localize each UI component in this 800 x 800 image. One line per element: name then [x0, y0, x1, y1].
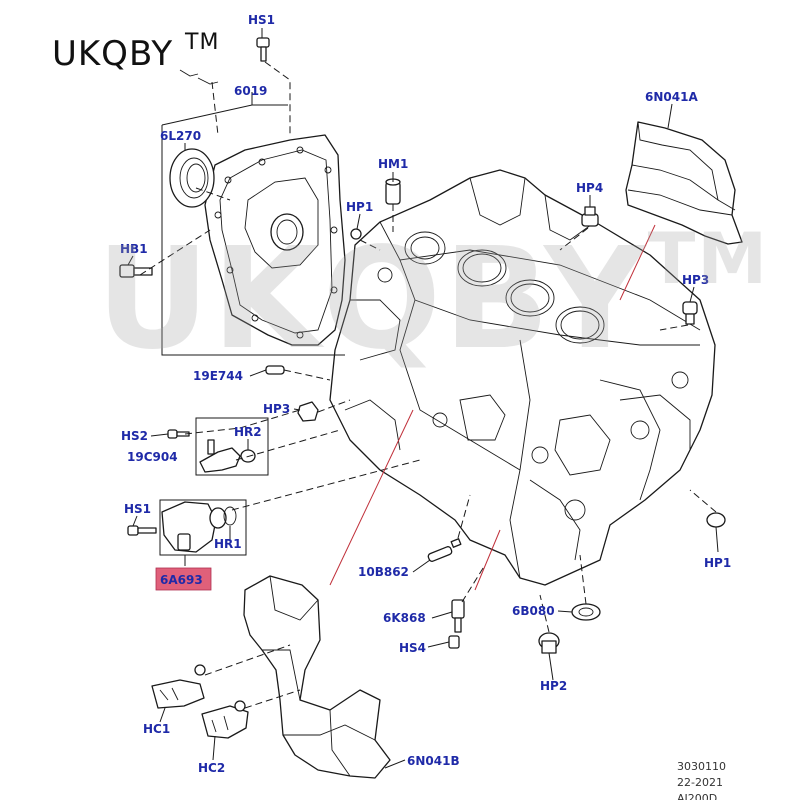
callout-hp3-left: HP3 [263, 402, 290, 416]
callout-19c904: 19C904 [127, 450, 178, 464]
callout-6b080: 6B080 [512, 604, 555, 618]
callout-6n041a: 6N041A [645, 90, 698, 104]
callout-10b862: 10B862 [358, 565, 409, 579]
callout-hp1-right: HP1 [704, 556, 731, 570]
bolt-hs1-mid [127, 525, 157, 536]
front-cover-6019 [204, 134, 346, 346]
valve-19c904 [199, 439, 256, 473]
callout-hs2: HS2 [121, 429, 148, 443]
plug-hp3-left [297, 401, 319, 422]
clip-hc2 [201, 700, 249, 739]
brand-logo: UKQBY TM [52, 30, 219, 74]
group-bracket-6a693 [159, 499, 247, 556]
callout-hs1-mid: HS1 [124, 502, 151, 516]
callout-hr2: HR2 [234, 425, 262, 439]
watermark: UKQBYTM [96, 218, 769, 381]
dowel-hm1 [385, 178, 401, 205]
callout-hp3-right: HP3 [682, 273, 709, 287]
dowel-clips [179, 69, 219, 85]
callout-6a693: 6A693 [160, 573, 203, 587]
callout-hp1-top: HP1 [346, 200, 373, 214]
solenoid-6a693 [161, 501, 237, 553]
clip-hc1 [151, 664, 206, 709]
callout-hp2: HP2 [540, 679, 567, 693]
leader-lines [139, 61, 717, 709]
bolt-hs1-top [256, 37, 270, 62]
callout-6l270: 6L270 [160, 129, 201, 143]
footer-code-1: 3030110 [677, 760, 726, 773]
plug-hp2 [538, 632, 560, 654]
plug-hp1-top [350, 228, 362, 240]
bolt-hs4 [448, 635, 460, 649]
group-bracket-19c904 [195, 417, 269, 476]
watermark-mark: TM [647, 218, 770, 300]
seal-6l270 [169, 148, 215, 208]
callout-6k868: 6K868 [383, 611, 426, 625]
logo-trademark: TM [185, 30, 220, 55]
cover-group-bracket [161, 125, 345, 356]
callout-hs1-top: HS1 [248, 13, 275, 27]
sensor-10b862 [427, 538, 462, 562]
logo-text: UKQBY [52, 34, 174, 74]
callout-6n041b: 6N041B [407, 754, 460, 768]
footer-code-2: 22-2021 [677, 776, 723, 789]
guide-lines-red [329, 224, 656, 591]
callout-6019: 6019 [234, 84, 267, 98]
plate-6b080 [571, 603, 601, 621]
callout-hr1: HR1 [214, 537, 242, 551]
bolt-hb1 [119, 264, 153, 278]
callout-hm1: HM1 [378, 157, 408, 171]
callout-hs4: HS4 [399, 641, 426, 655]
callout-hc1: HC1 [143, 722, 170, 736]
callout-hp4: HP4 [576, 181, 603, 195]
callout-hc2: HC2 [198, 761, 225, 775]
label-pointers [127, 28, 719, 769]
plug-hp3-right [682, 301, 698, 325]
engine-block [329, 169, 716, 586]
sensor-6k868 [451, 599, 465, 633]
callout-19e744: 19E744 [193, 369, 243, 383]
heat-shield-6n041b [243, 575, 391, 779]
cover-group-bracket-top [161, 104, 288, 126]
watermark-text: UKQBY [96, 218, 648, 381]
footer-code-3: AJ200D [677, 792, 717, 800]
callout-hb1: HB1 [120, 242, 148, 256]
highlight-box-6a693 [155, 567, 212, 591]
heat-shield-6n041a [625, 121, 743, 245]
ring-hp1-right [706, 512, 726, 528]
